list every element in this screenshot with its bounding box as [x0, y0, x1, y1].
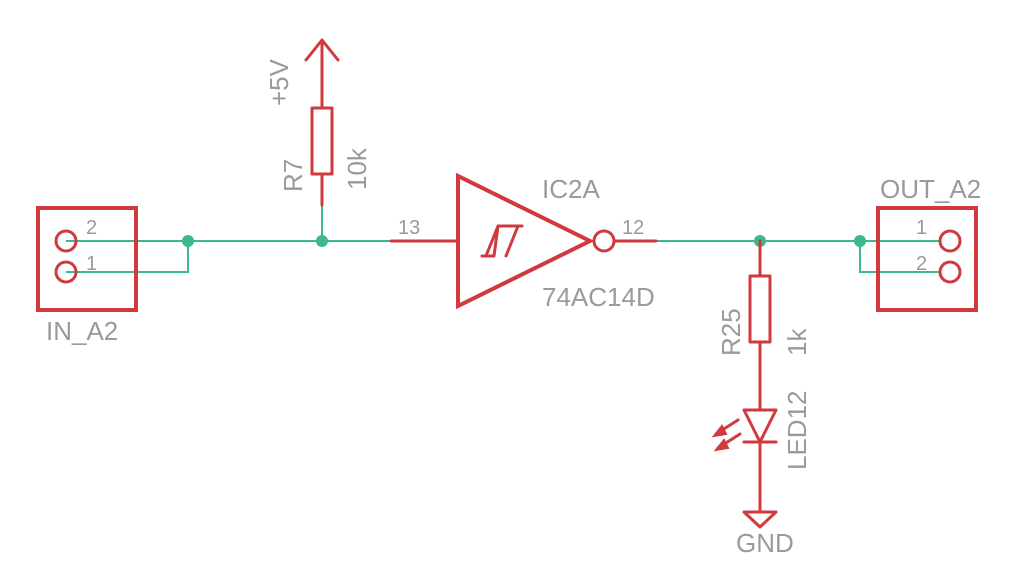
resistor-r25-ref: R25 [716, 308, 746, 356]
supply-arrow-icon [304, 38, 340, 62]
junction-dot [316, 235, 328, 247]
output-connector-body [876, 206, 978, 312]
input-pin-label-2: 2 [86, 217, 97, 239]
input-pin-label-1: 1 [86, 253, 97, 275]
output-pin-label-1: 1 [916, 217, 927, 239]
resistor-r7-ref: R7 [278, 159, 308, 192]
led-ref: LED12 [782, 391, 812, 471]
resistor-r25-body [748, 274, 772, 344]
output-connector-pin-2 [938, 260, 962, 284]
resistor-r7-value: 10k [342, 147, 372, 190]
input-connector-wire [66, 240, 189, 273]
supply-label: +5V [264, 58, 294, 106]
junction-dot [854, 235, 866, 247]
input-connector: 2 1 IN_A2 [36, 206, 138, 346]
input-connector-name: IN_A2 [46, 316, 118, 346]
output-connector-wire [859, 241, 940, 273]
output-connector-name: OUT_A2 [880, 174, 981, 204]
inverter-triangle [456, 172, 595, 310]
ground-label: GND [736, 528, 794, 558]
input-connector-body [36, 206, 138, 312]
hysteresis-icon [480, 224, 524, 258]
pullup-resistor: +5V R7 10k [264, 38, 372, 207]
resistor-r25-value: 1k [782, 328, 812, 356]
led-arrow-head [711, 424, 728, 438]
input-connector-pin-2 [54, 229, 78, 253]
led-emission-arrows-icon [711, 418, 742, 452]
junction-dot [182, 235, 194, 247]
net-wires [66, 205, 940, 273]
gate-part: 74AC14D [542, 282, 655, 312]
output-connector-pin-1 [938, 229, 962, 253]
resistor-r7-body [310, 106, 334, 176]
gate-output-pin: 12 [622, 217, 644, 239]
output-connector: 1 2 OUT_A2 [876, 174, 981, 312]
led-triangle [742, 408, 778, 444]
led-arrow-head [713, 438, 730, 452]
output-pin-label-2: 2 [916, 253, 927, 275]
ground-icon [742, 510, 778, 529]
gate-ref: IC2A [542, 174, 600, 204]
input-connector-pin-1 [54, 260, 78, 284]
gate-input-pin: 13 [398, 217, 420, 239]
inverter-bubble [592, 229, 616, 253]
led-branch: R25 1k LED12 GND [711, 239, 812, 558]
schmitt-inverter: 13 12 IC2A 74AC14D [389, 172, 658, 312]
